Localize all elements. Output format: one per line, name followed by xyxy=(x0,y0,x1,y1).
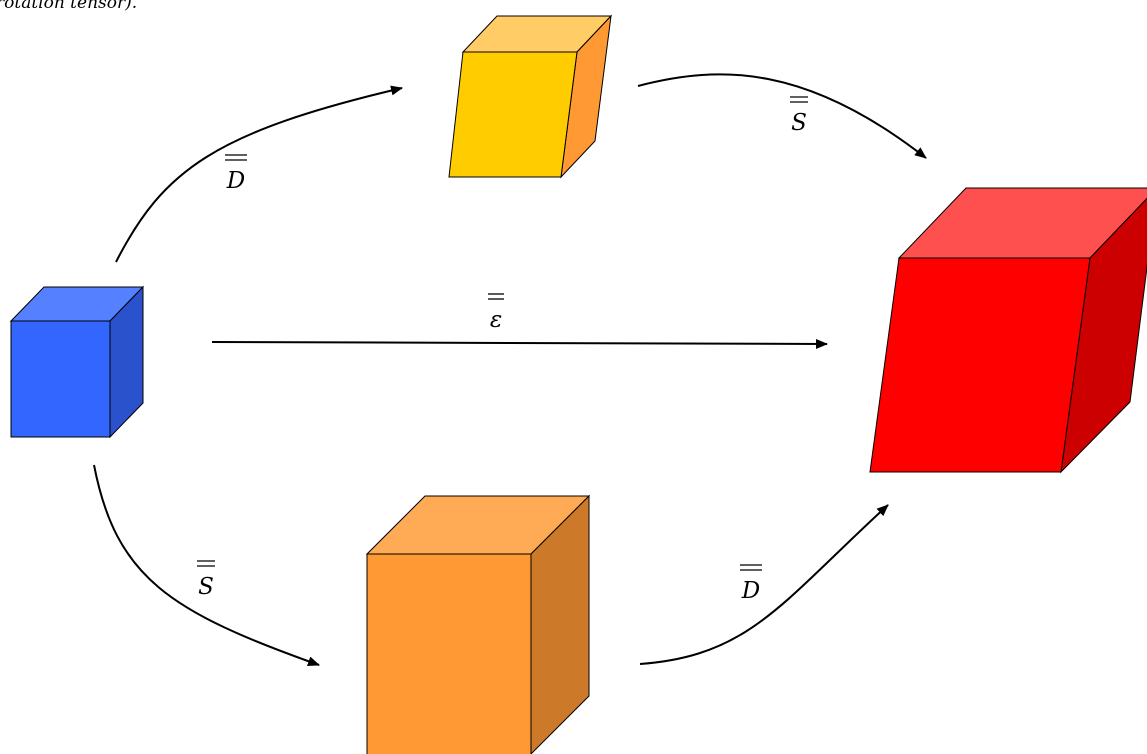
deformed-block-top-front xyxy=(448,51,578,178)
label-s-top: S xyxy=(790,96,808,136)
initial-cube xyxy=(9,285,145,439)
deformed-block-top xyxy=(448,14,613,179)
label-epsilon: ε xyxy=(488,293,504,333)
label-d-top: D xyxy=(225,154,247,194)
arrow-blue-to-orange xyxy=(93,464,320,667)
arrow-orange-to-red xyxy=(639,504,889,665)
arrow-yellow-to-red xyxy=(637,73,927,159)
final-block xyxy=(869,187,1147,474)
initial-cube-front xyxy=(10,320,111,438)
label-s-bottom: S xyxy=(197,560,215,600)
label-d-top-text: D xyxy=(226,168,245,194)
label-epsilon-text: ε xyxy=(490,307,502,333)
deformed-block-bottom xyxy=(365,494,591,754)
label-s-bottom-text: S xyxy=(198,574,214,600)
arrow-blue-to-red xyxy=(211,338,828,349)
label-s-top-text: S xyxy=(791,110,807,136)
deformed-block-bottom-front xyxy=(366,553,532,754)
arrow-blue-to-yellow xyxy=(115,85,403,263)
header-fragment: rotation tensor). xyxy=(0,0,137,13)
final-block-front xyxy=(869,257,1091,473)
label-d-bottom: D xyxy=(740,564,762,604)
label-d-bottom-text: D xyxy=(741,578,760,604)
